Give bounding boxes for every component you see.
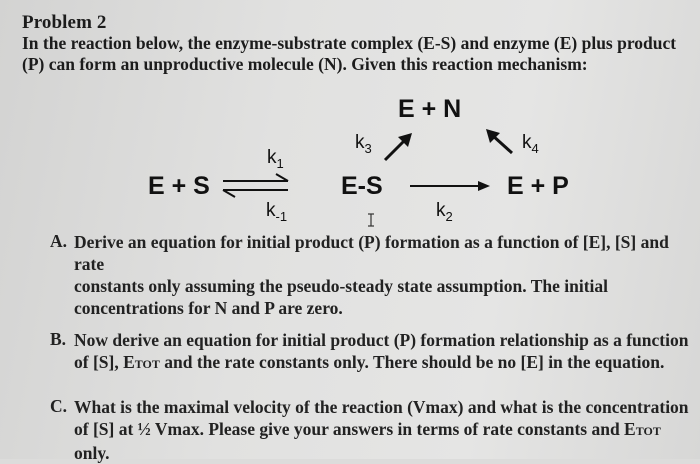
question-c-text: What is the maximal velocity of the reac… xyxy=(74,397,689,463)
intro-line-2: (P) can form an unproductive molecule (N… xyxy=(22,54,588,74)
arrow-k3 xyxy=(383,133,412,162)
question-a-text: Derive an equation for initial product (… xyxy=(74,232,669,318)
question-b-letter: B. xyxy=(50,329,67,349)
species-e-plus-n: E + N xyxy=(398,95,462,123)
text-cursor-mark xyxy=(368,213,374,227)
species-es-complex: E-S xyxy=(341,172,383,200)
problem-title: Problem 2 xyxy=(22,12,107,33)
question-c-letter: C. xyxy=(50,396,68,416)
reverse-arrow-k-minus-1 xyxy=(222,189,288,198)
arrow-k2 xyxy=(410,181,490,191)
species-e-plus-p: E + P xyxy=(507,172,569,200)
rate-k2: k2 xyxy=(436,200,453,224)
intro-line-1: In the reaction below, the enzyme-substr… xyxy=(22,33,677,53)
question-a-letter: A. xyxy=(50,231,68,251)
rate-k1: k1 xyxy=(267,147,284,171)
rate-k4: k4 xyxy=(522,132,539,156)
question-b-text: Now derive an equation for initial produ… xyxy=(74,330,689,372)
rate-k-minus-1: k-1 xyxy=(266,200,288,224)
problem-intro: In the reaction below, the enzyme-substr… xyxy=(22,33,682,75)
species-e-plus-s: E + S xyxy=(148,172,210,200)
arrow-k4 xyxy=(486,129,514,155)
forward-arrow-k1 xyxy=(223,173,289,182)
rate-k3: k3 xyxy=(355,132,372,156)
